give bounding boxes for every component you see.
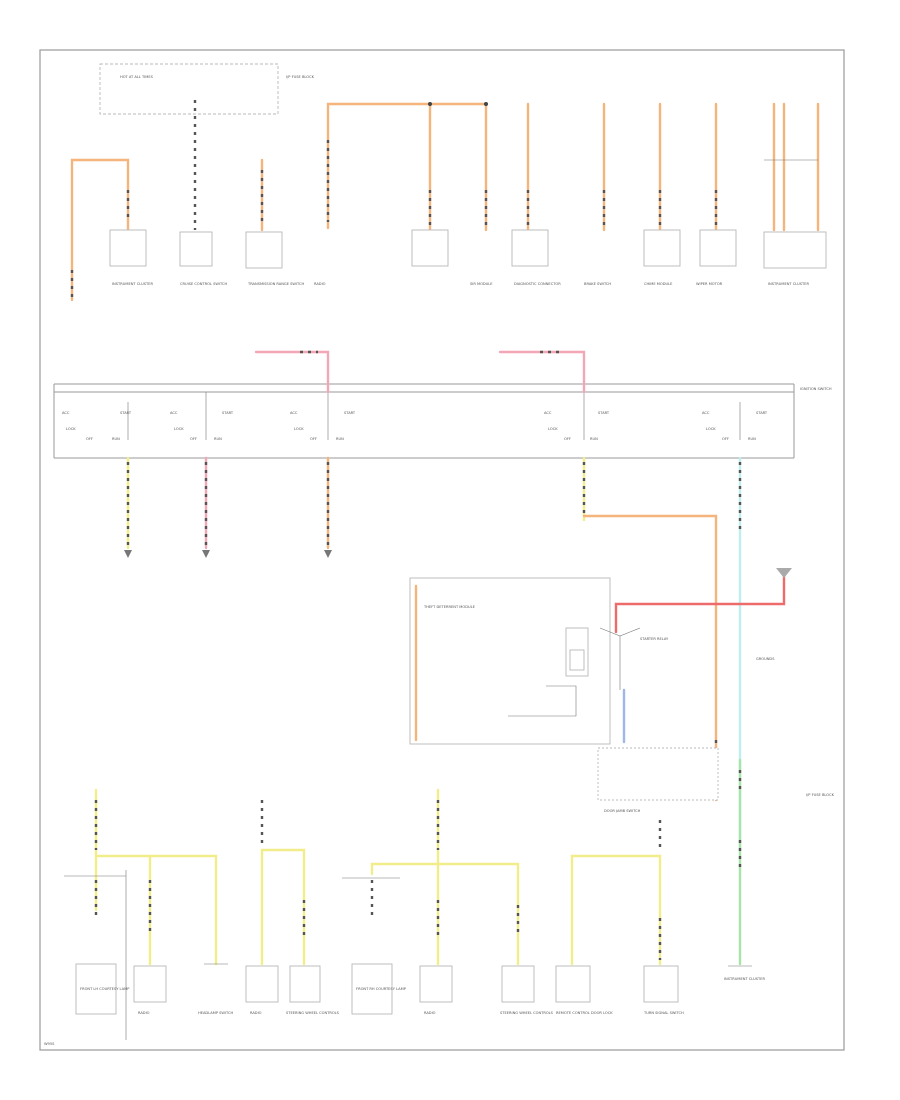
wire-pink-a	[254, 350, 330, 394]
svg-text:LOCK: LOCK	[174, 427, 184, 431]
relay-lead-2	[508, 685, 577, 717]
grounds-label: GROUNDS	[756, 657, 775, 661]
starter-relay-coil	[569, 649, 585, 671]
door-switch-label: DOOR JAMB SWITCH	[604, 809, 641, 813]
component-instrument-cluster-2	[763, 231, 827, 269]
svg-text:OFF: OFF	[722, 437, 729, 441]
component-steering-controls-2	[501, 965, 535, 1003]
component-trans-range-switch	[245, 231, 283, 269]
bottom-label-1: FRONT LH COURTESY LAMP	[80, 987, 130, 991]
component-radio-top	[411, 229, 449, 267]
svg-text:OFF: OFF	[86, 437, 93, 441]
component-instrument-cluster-1	[109, 229, 147, 267]
bottom-label-8: STEERING WHEEL CONTROLS	[500, 1011, 554, 1015]
wire-yellow-b4	[570, 854, 662, 966]
arrow-orange-ign	[324, 550, 332, 558]
top-note-label: HOT AT ALL TIMES	[120, 75, 154, 79]
component-chime-module	[643, 229, 681, 267]
fuse-block-top-label: I/P FUSE BLOCK	[286, 75, 315, 79]
wire-yellow-b1-bus	[94, 854, 218, 966]
splice-2	[484, 102, 488, 106]
component-label-6: DIAGNOSTIC CONNECTOR	[514, 282, 561, 286]
component-cruise-switch	[179, 231, 213, 267]
svg-text:ACC: ACC	[544, 411, 552, 415]
svg-text:RUN: RUN	[748, 437, 756, 441]
bottom-label-3: HEADLAMP SWITCH	[198, 1011, 234, 1015]
fuse-block-bottom-label: I/P FUSE BLOCK	[806, 793, 835, 797]
bottom-label-7: RADIO	[424, 1011, 436, 1015]
component-radio-b1	[133, 965, 167, 1003]
wire-yellow-b2-bus	[260, 848, 306, 966]
svg-text:LOCK: LOCK	[548, 427, 558, 431]
arrow-red	[776, 568, 792, 578]
svg-text:START: START	[222, 411, 234, 415]
arrow-pink-ign	[202, 550, 210, 558]
switch-group-2: ACC START LOCK OFF RUN	[170, 411, 234, 441]
switch-group-3: ACC START LOCK OFF RUN	[290, 411, 356, 441]
svg-text:OFF: OFF	[190, 437, 197, 441]
svg-text:START: START	[598, 411, 610, 415]
svg-text:ACC: ACC	[62, 411, 70, 415]
ignition-switch-label: IGNITION SWITCH	[800, 387, 832, 391]
component-remote-door-lock	[555, 965, 591, 1003]
splice-1	[428, 102, 432, 106]
component-label-3: TRANSMISSION RANGE SWITCH	[247, 282, 305, 286]
component-wiper-motor	[699, 229, 737, 267]
diagram-frame	[39, 49, 845, 1051]
svg-text:RUN: RUN	[336, 437, 344, 441]
bottom-label-5: STEERING WHEEL CONTROLS	[286, 1011, 340, 1015]
page-code-label: W95S	[44, 1042, 55, 1046]
svg-text:START: START	[756, 411, 768, 415]
svg-text:START: START	[120, 411, 132, 415]
module-label: THEFT DETERRENT MODULE	[423, 605, 476, 609]
component-label-9: WIPER MOTOR	[696, 282, 723, 286]
bottom-label-10: TURN SIGNAL SWITCH	[643, 1011, 684, 1015]
svg-text:RUN: RUN	[590, 437, 598, 441]
bottom-label-6: FRONT RH COURTESY LAMP	[356, 987, 407, 991]
bottom-label-2: RADIO	[138, 1011, 150, 1015]
switch-group-1: ACC START LOCK OFF RUN	[62, 411, 132, 441]
wire-orange-bus	[326, 102, 488, 232]
relay-label: STARTER RELAY	[640, 637, 669, 641]
wire-orange-left	[70, 158, 130, 302]
bottom-label-9: REMOTE CONTROL DOOR LOCK	[556, 1011, 613, 1015]
wire-orange-loop	[582, 514, 718, 802]
switch-group-5: ACC START LOCK OFF RUN	[702, 411, 768, 441]
wire-yellow-b3-bus	[370, 862, 520, 966]
switch-group-4: ACC START LOCK OFF RUN	[544, 411, 610, 441]
svg-text:LOCK: LOCK	[706, 427, 716, 431]
component-label-8: CHIME MODULE	[644, 282, 673, 286]
svg-text:ACC: ACC	[702, 411, 710, 415]
arrow-yellow-ign	[124, 550, 132, 558]
svg-text:LOCK: LOCK	[294, 427, 304, 431]
component-front-rh-lamp	[351, 963, 393, 1015]
component-front-lh-lamp	[75, 963, 117, 1015]
door-jamb-switch	[597, 747, 719, 801]
svg-text:RUN: RUN	[214, 437, 222, 441]
svg-text:START: START	[344, 411, 356, 415]
component-diag-connector	[511, 229, 549, 267]
component-label-11: INSTRUMENT CLUSTER	[768, 282, 809, 286]
component-steering-controls-1	[289, 965, 321, 1003]
component-radio-b3	[419, 965, 453, 1003]
component-turn-signal-switch	[643, 965, 679, 1003]
component-label-4: RADIO	[314, 282, 326, 286]
svg-text:RUN: RUN	[112, 437, 120, 441]
bottom-label-11: INSTRUMENT CLUSTER	[724, 977, 765, 981]
component-label-1: INSTRUMENT CLUSTER	[112, 282, 153, 286]
bottom-label-4: RADIO	[250, 1011, 262, 1015]
svg-text:OFF: OFF	[310, 437, 317, 441]
component-radio-b2	[245, 965, 279, 1003]
wire-red	[614, 568, 786, 634]
hot-at-all-times-box	[99, 63, 279, 115]
component-label-2: CRUISE CONTROL SWITCH	[180, 282, 227, 286]
wire-pink-b	[498, 350, 586, 394]
svg-text:OFF: OFF	[564, 437, 571, 441]
svg-text:LOCK: LOCK	[66, 427, 76, 431]
component-label-7: BRAKE SWITCH	[584, 282, 611, 286]
svg-text:ACC: ACC	[170, 411, 178, 415]
svg-text:ACC: ACC	[290, 411, 298, 415]
component-label-5: SIR MODULE	[470, 282, 493, 286]
